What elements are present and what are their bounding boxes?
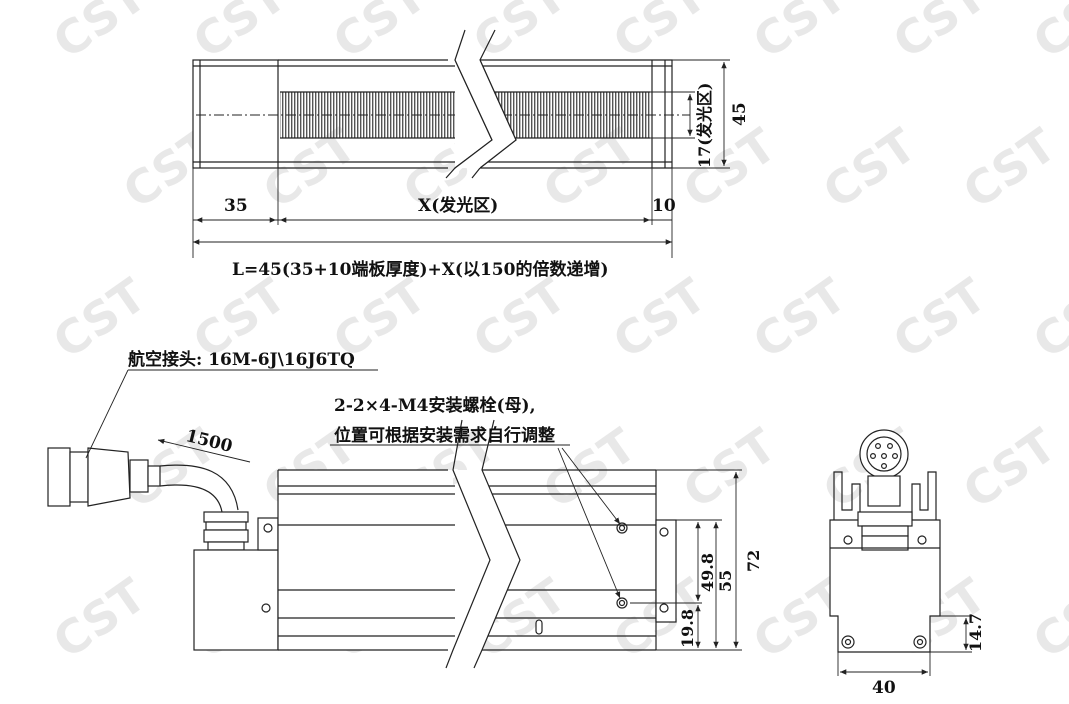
dim-end-left: 35 bbox=[224, 196, 248, 216]
watermark-text: CST bbox=[43, 0, 156, 69]
watermark-text: CST bbox=[743, 268, 856, 369]
watermark-text: CST bbox=[883, 268, 996, 369]
dim-emit-length: X(发光区) bbox=[418, 196, 499, 216]
dim-emit-width: 17(发光区) bbox=[695, 82, 714, 168]
dim-width-45: 45 bbox=[730, 102, 750, 126]
watermark-text: CST bbox=[1023, 268, 1069, 369]
dim-55: 55 bbox=[716, 569, 735, 592]
connector-label: 航空接头: 16M-6J\16J6TQ bbox=[128, 350, 355, 370]
watermark-text: CST bbox=[43, 568, 156, 669]
watermark-text: CST bbox=[883, 0, 996, 69]
watermark-text: CST bbox=[813, 118, 926, 219]
dim-end-height-14-7: 14.7 bbox=[966, 613, 985, 652]
watermark-text: CST bbox=[1023, 568, 1069, 669]
side-view bbox=[47, 369, 742, 669]
watermark-text: CST bbox=[953, 418, 1066, 519]
watermark-text: CST bbox=[183, 0, 296, 69]
dim-end-right: 10 bbox=[652, 196, 676, 216]
watermark-text: CST bbox=[603, 268, 716, 369]
watermark-text: CST bbox=[743, 0, 856, 69]
dim-72: 72 bbox=[744, 549, 763, 572]
watermark-text: CST bbox=[953, 118, 1066, 219]
watermark-text: CST bbox=[463, 268, 576, 369]
watermark-text: CST bbox=[1023, 0, 1069, 69]
bolt-note-line1: 2-2×4-M4安装螺栓(母), bbox=[334, 396, 536, 416]
watermark-text: CST bbox=[673, 418, 786, 519]
dim-19-8: 19.8 bbox=[678, 609, 697, 648]
dim-49-8: 49.8 bbox=[698, 553, 717, 592]
length-formula: L=45(35+10端板厚度)+X(以150的倍数递增) bbox=[232, 260, 609, 280]
end-view bbox=[829, 429, 972, 676]
top-view bbox=[192, 29, 730, 258]
bolt-note-line2: 位置可根据安装需求自行调整 bbox=[334, 426, 555, 446]
watermark-text: CST bbox=[323, 0, 436, 69]
dim-end-width-40: 40 bbox=[872, 678, 896, 698]
watermark-text: CST bbox=[603, 0, 716, 69]
